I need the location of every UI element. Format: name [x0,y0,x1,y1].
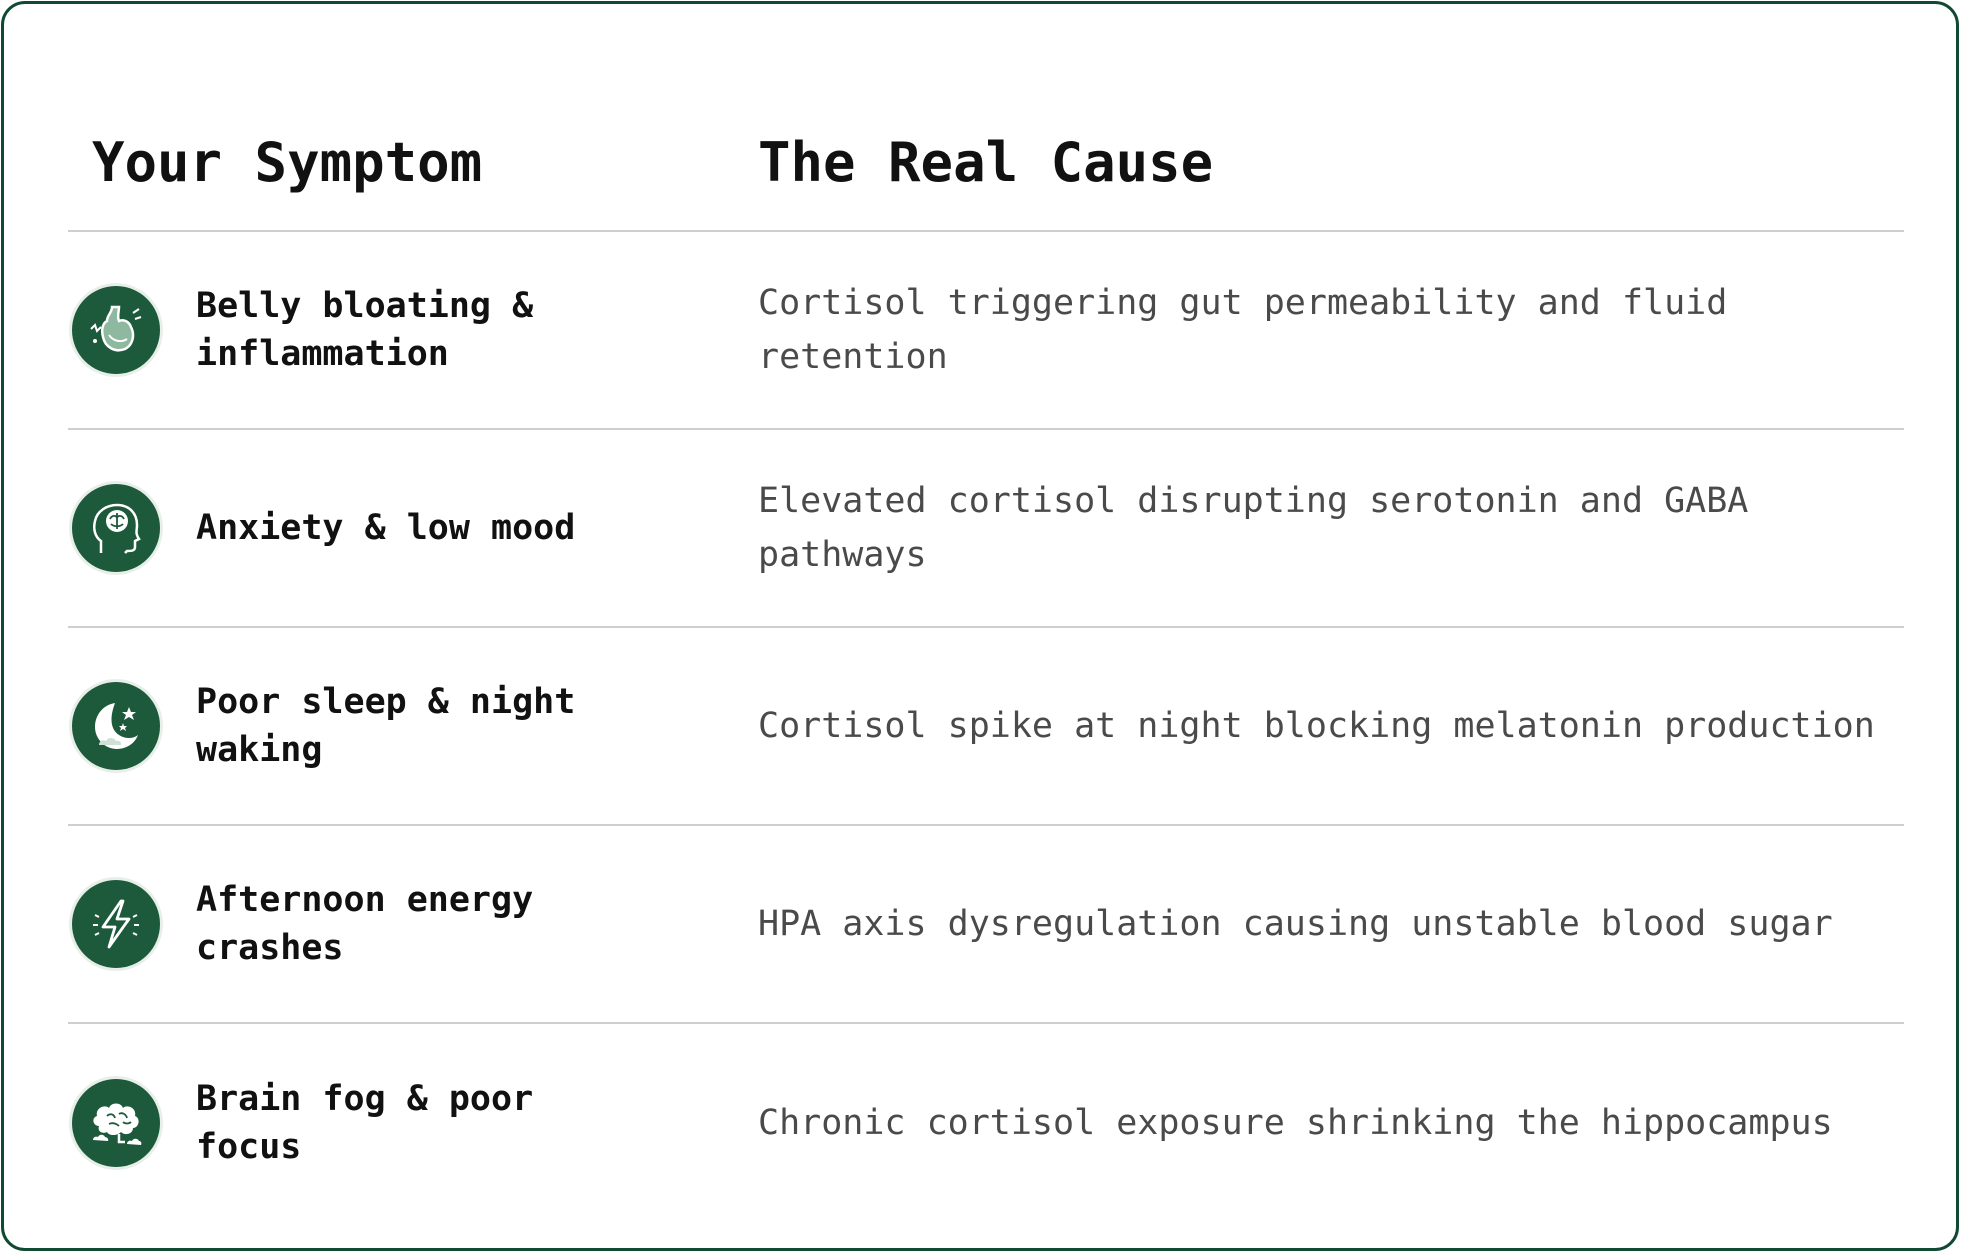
table-header: Your Symptom The Real Cause [68,94,1904,232]
lightning-bolt-icon [72,880,160,968]
symptom-cell: Poor sleep & night waking [68,678,758,774]
symptom-cell: Afternoon energy crashes [68,876,758,972]
symptom-cell: Brain fog & poor focus [68,1075,758,1171]
brain-cloud-icon [72,1079,160,1167]
moon-stars-icon [72,682,160,770]
symptom-cell: Belly bloating & inflammation [68,282,758,378]
stomach-icon [72,286,160,374]
table-row: Brain fog & poor focus Chronic cortisol … [68,1024,1904,1222]
table-row: Afternoon energy crashes HPA axis dysreg… [68,826,1904,1024]
head-brain-icon [72,484,160,572]
header-real-cause: The Real Cause [758,130,1214,194]
cause-text: Cortisol triggering gut permeability and… [758,283,1728,377]
table-row: Belly bloating & inflammation Cortisol t… [68,232,1904,430]
header-your-symptom: Your Symptom [92,130,483,194]
symptom-label: Afternoon energy crashes [196,880,534,968]
symptom-label: Brain fog & poor focus [196,1079,534,1167]
cause-text: Chronic cortisol exposure shrinking the … [758,1103,1833,1143]
symptom-label: Poor sleep & night waking [196,682,576,770]
table-row: Poor sleep & night waking Cortisol spike… [68,628,1904,826]
symptom-cell: Anxiety & low mood [68,484,758,572]
cause-text: HPA axis dysregulation causing unstable … [758,904,1833,944]
table-row: Anxiety & low mood Elevated cortisol dis… [68,430,1904,628]
cause-text: Cortisol spike at night blocking melaton… [758,706,1875,746]
symptom-label: Belly bloating & inflammation [196,286,534,374]
symptom-cause-table: Your Symptom The Real Cause Belly bloati… [68,94,1904,1222]
cause-text: Elevated cortisol disrupting serotonin a… [758,481,1749,575]
symptom-label: Anxiety & low mood [196,508,576,548]
